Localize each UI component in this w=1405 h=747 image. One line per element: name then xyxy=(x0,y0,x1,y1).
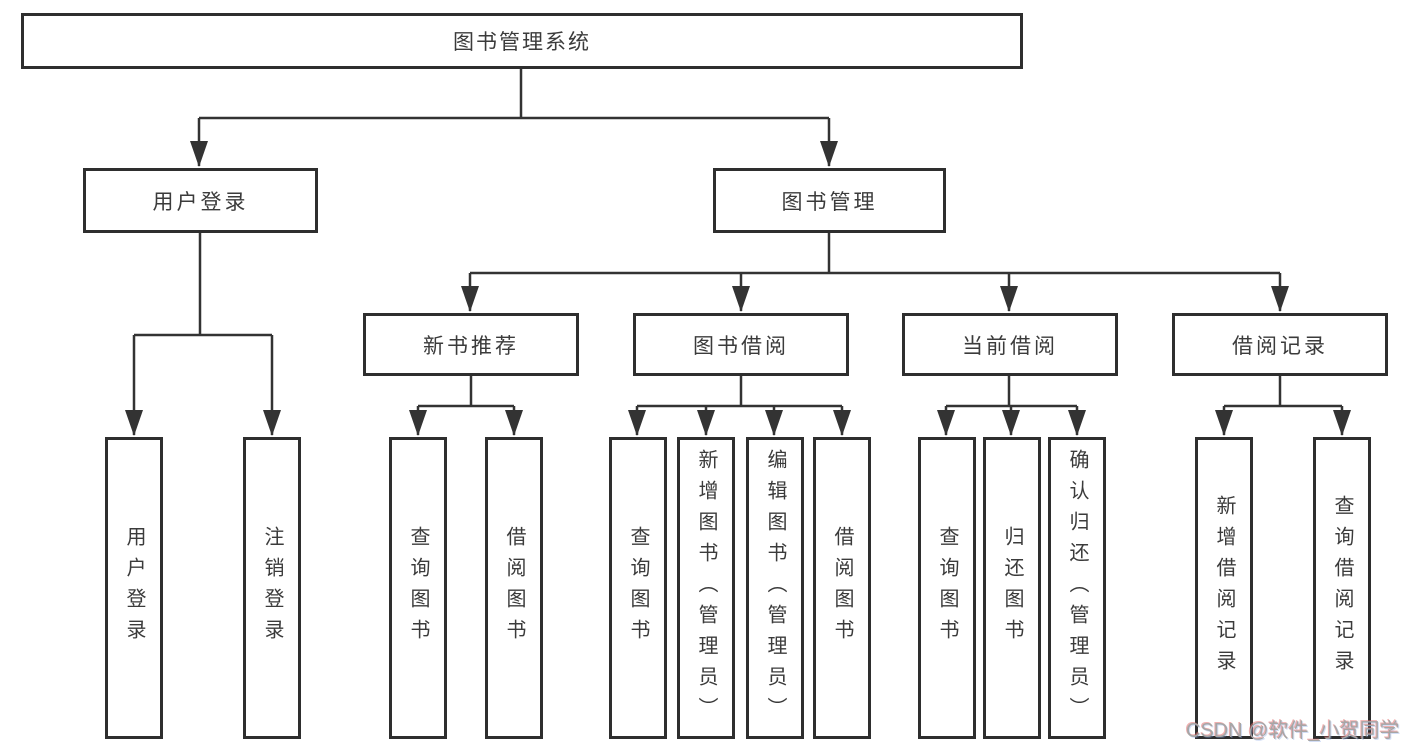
node-label: 借阅记录 xyxy=(1232,334,1328,358)
leaf-label: 归还图书 xyxy=(1001,526,1023,650)
leaf-label: 查询借阅记录 xyxy=(1331,495,1353,681)
node-book-management: 图书管理 xyxy=(713,168,946,233)
leaf-label: 借阅图书 xyxy=(831,526,853,650)
leaf-label: 借阅图书 xyxy=(503,526,525,650)
node-label: 当前借阅 xyxy=(962,334,1058,358)
node-library-management-system: 图书管理系统 xyxy=(21,13,1023,69)
watermark-text: CSDN @软件_小贺同学 xyxy=(1186,720,1400,742)
leaf-borrow-books-recommend: 借阅图书 xyxy=(485,437,543,739)
leaf-query-books-recommend: 查询图书 xyxy=(389,437,447,739)
leaf-add-borrow-record: 新增借阅记录 xyxy=(1195,437,1253,739)
node-label: 图书管理 xyxy=(781,190,878,214)
leaf-add-book-admin: 新增图书（管理员） xyxy=(677,437,735,739)
leaf-return-books: 归还图书 xyxy=(983,437,1041,739)
leaf-query-books-current: 查询图书 xyxy=(918,437,976,739)
leaf-label: 注销登录 xyxy=(261,526,283,650)
node-user-login: 用户登录 xyxy=(83,168,318,233)
node-label: 图书借阅 xyxy=(693,334,789,358)
leaf-edit-book-admin: 编辑图书（管理员） xyxy=(746,437,804,739)
node-label: 用户登录 xyxy=(152,190,249,214)
node-label: 新书推荐 xyxy=(423,334,519,358)
leaf-user-login: 用户登录 xyxy=(105,437,163,739)
node-current-borrowing: 当前借阅 xyxy=(902,313,1118,376)
leaf-query-borrow-record: 查询借阅记录 xyxy=(1313,437,1371,739)
leaf-label: 用户登录 xyxy=(123,526,145,650)
leaf-label: 编辑图书（管理员） xyxy=(764,448,786,728)
leaf-label: 新增图书（管理员） xyxy=(695,448,717,728)
node-book-borrowing: 图书借阅 xyxy=(633,313,849,376)
leaf-logout: 注销登录 xyxy=(243,437,301,739)
leaf-label: 查询图书 xyxy=(936,526,958,650)
leaf-borrow-books: 借阅图书 xyxy=(813,437,871,739)
leaf-query-books-borrow: 查询图书 xyxy=(609,437,667,739)
leaf-label: 新增借阅记录 xyxy=(1213,495,1235,681)
leaf-label: 查询图书 xyxy=(407,526,429,650)
node-new-book-recommendation: 新书推荐 xyxy=(363,313,579,376)
leaf-label: 查询图书 xyxy=(627,526,649,650)
node-borrowing-records: 借阅记录 xyxy=(1172,313,1388,376)
node-label: 图书管理系统 xyxy=(453,31,591,54)
leaf-confirm-return-admin: 确认归还（管理员） xyxy=(1048,437,1106,739)
leaf-label: 确认归还（管理员） xyxy=(1066,448,1088,728)
